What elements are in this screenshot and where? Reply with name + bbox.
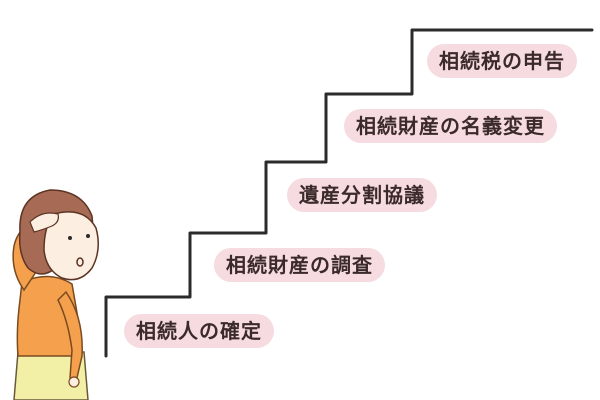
- person-mouth: [76, 257, 84, 267]
- step-label-1: 相続人の確定: [124, 314, 274, 348]
- staircase-line: [104, 28, 594, 358]
- person-lower-hand: [68, 376, 80, 388]
- person-eye-left: [68, 236, 72, 240]
- step-label-3: 遺産分割協議: [287, 178, 437, 212]
- thinking-person-icon: [12, 189, 99, 400]
- person-face: [43, 211, 99, 281]
- step-label-4: 相続財産の名義変更: [344, 109, 557, 143]
- person-eye-right: [86, 234, 90, 238]
- person-hand-on-head: [29, 212, 59, 233]
- step-label-2: 相続財産の調査: [214, 248, 385, 282]
- step-label-5: 相続税の申告: [427, 44, 577, 78]
